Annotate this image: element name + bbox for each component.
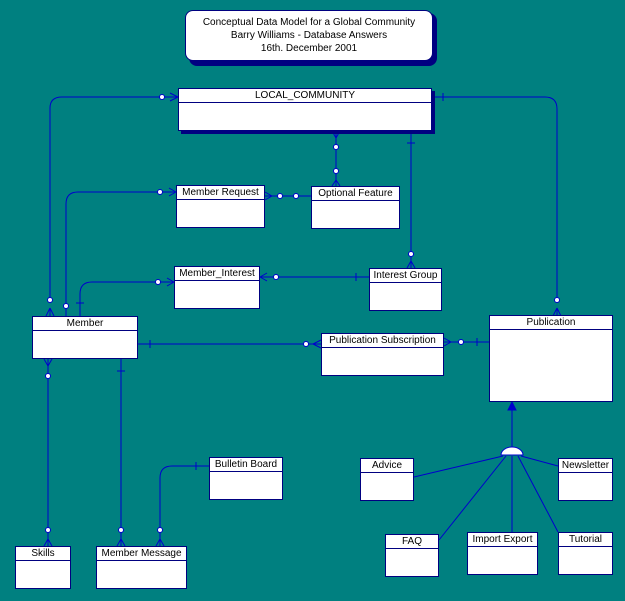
diagram-title-box: Conceptual Data Model for a Global Commu… — [185, 10, 433, 61]
entity-member-interest[interactable]: Member_Interest — [174, 266, 260, 309]
entity-bulletin-board[interactable]: Bulletin Board — [209, 457, 283, 500]
entity-name: Optional Feature — [312, 187, 399, 201]
entity-member[interactable]: Member — [32, 316, 138, 359]
entity-name: Bulletin Board — [210, 458, 282, 472]
rel-community-publication — [432, 93, 562, 317]
entity-import-export[interactable]: Import Export — [467, 532, 538, 575]
entity-name: Tutorial — [559, 533, 612, 547]
entity-skills[interactable]: Skills — [15, 546, 71, 589]
entity-interest-group[interactable]: Interest Group — [369, 268, 442, 311]
entity-name: Member Request — [177, 186, 264, 200]
entity-name: Import Export — [468, 533, 537, 547]
entity-name: Member — [33, 317, 137, 331]
rel-member-interest — [76, 277, 175, 316]
entity-name: Newsletter — [559, 459, 612, 473]
entity-advice[interactable]: Advice — [360, 458, 414, 501]
entity-name: Publication — [490, 316, 612, 330]
entity-member-request[interactable]: Member Request — [176, 185, 265, 228]
entity-name: Advice — [361, 459, 413, 473]
rel-community-optional-feature — [331, 130, 341, 187]
entity-name: LOCAL_COMMUNITY — [179, 89, 431, 103]
entity-newsletter[interactable]: Newsletter — [558, 458, 613, 501]
rel-bulletin-message — [155, 462, 209, 547]
entity-faq[interactable]: FAQ — [385, 534, 439, 577]
entity-name: Interest Group — [370, 269, 441, 283]
entity-publication-subscription[interactable]: Publication Subscription — [321, 333, 444, 376]
entity-publication[interactable]: Publication — [489, 315, 613, 402]
entity-tutorial[interactable]: Tutorial — [558, 532, 613, 575]
rel-publication-subtypes — [413, 400, 559, 541]
rel-member-subscription — [138, 339, 322, 349]
entity-name: FAQ — [386, 535, 438, 549]
rel-publication-subscription — [443, 337, 489, 347]
entity-name: Member_Interest — [175, 267, 259, 281]
entity-name: Member Message — [97, 547, 186, 561]
rel-community-member — [45, 92, 179, 317]
diagram-title: Conceptual Data Model for a Global Commu… — [202, 17, 416, 28]
diagram-date: 16th. December 2001 — [260, 43, 358, 54]
diagram-author: Barry Williams - Database Answers — [230, 30, 388, 41]
rel-community-interest-group — [406, 131, 416, 269]
rel-member-request — [63, 187, 177, 316]
entity-member-message[interactable]: Member Message — [96, 546, 187, 589]
entity-local-community[interactable]: LOCAL_COMMUNITY — [178, 88, 432, 131]
entity-name: Skills — [16, 547, 70, 561]
rel-request-feature — [264, 191, 311, 201]
rel-member-message — [116, 359, 126, 547]
rel-member-skills — [43, 358, 53, 547]
rel-interest-group — [259, 272, 369, 282]
entity-optional-feature[interactable]: Optional Feature — [311, 186, 400, 229]
entity-name: Publication Subscription — [322, 334, 443, 348]
